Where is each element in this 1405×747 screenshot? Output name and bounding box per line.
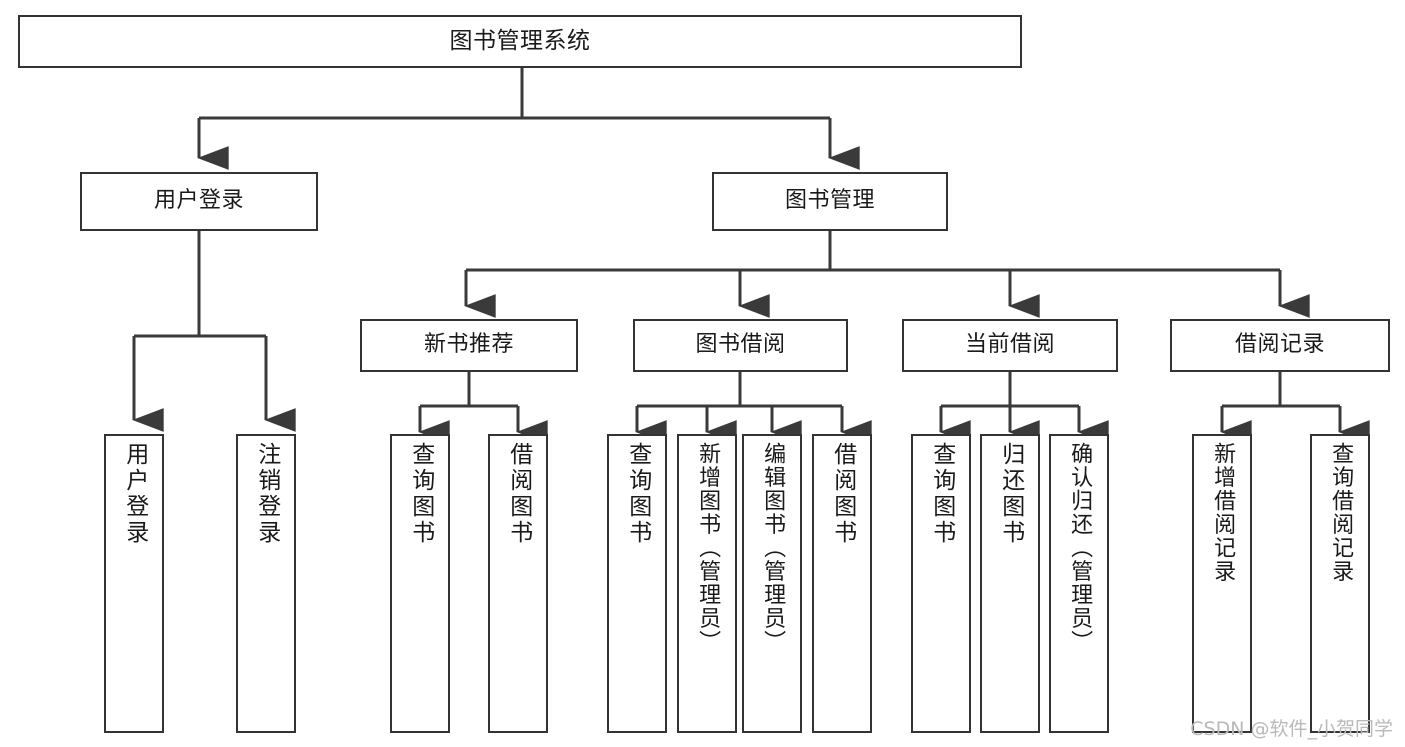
leaf-label: 查询图书 xyxy=(624,442,651,546)
leaf-label: 归还图书 xyxy=(997,442,1024,546)
node-borrow-record[interactable]: 借阅记录 xyxy=(1170,319,1390,372)
node-current-borrow[interactable]: 当前借阅 xyxy=(902,319,1118,372)
leaf-label: 编辑图书（管理员） xyxy=(760,442,786,654)
leaf-borrow-record-query[interactable]: 查询借阅记录 xyxy=(1310,434,1370,733)
node-borrow-record-label: 借阅记录 xyxy=(1234,332,1325,358)
leaf-label: 用户登录 xyxy=(121,442,148,546)
leaf-user-login-signout[interactable]: 注销登录 xyxy=(236,434,296,733)
node-book-borrow[interactable]: 图书借阅 xyxy=(633,319,848,372)
node-current-borrow-label: 当前借阅 xyxy=(964,332,1055,358)
node-root[interactable]: 图书管理系统 xyxy=(18,15,1022,68)
leaf-current-borrow-query[interactable]: 查询图书 xyxy=(911,434,971,733)
leaf-current-borrow-confirm[interactable]: 确认归还（管理员） xyxy=(1049,434,1109,733)
node-book-management[interactable]: 图书管理 xyxy=(712,172,948,231)
leaf-book-borrow-query[interactable]: 查询图书 xyxy=(607,434,667,733)
leaf-label: 新增借阅记录 xyxy=(1210,442,1236,583)
node-root-label: 图书管理系统 xyxy=(449,27,591,54)
leaf-label: 查询图书 xyxy=(407,442,434,546)
leaf-borrow-record-add[interactable]: 新增借阅记录 xyxy=(1192,434,1252,733)
leaf-book-borrow-add[interactable]: 新增图书（管理员） xyxy=(677,434,737,733)
leaf-label: 注销登录 xyxy=(253,442,280,546)
leaf-book-borrow-lend[interactable]: 借阅图书 xyxy=(812,434,872,733)
node-new-book-recommend-label: 新书推荐 xyxy=(423,332,514,358)
leaf-new-book-borrow[interactable]: 借阅图书 xyxy=(488,434,548,733)
node-book-borrow-label: 图书借阅 xyxy=(695,332,786,358)
node-user-login-label: 用户登录 xyxy=(153,188,244,214)
node-book-management-label: 图书管理 xyxy=(784,188,875,214)
leaf-book-borrow-edit[interactable]: 编辑图书（管理员） xyxy=(742,434,802,733)
leaf-label: 新增图书（管理员） xyxy=(695,442,721,654)
node-user-login[interactable]: 用户登录 xyxy=(80,172,318,231)
leaf-label: 查询借阅记录 xyxy=(1328,442,1354,583)
leaf-label: 查询图书 xyxy=(928,442,955,546)
leaf-label: 借阅图书 xyxy=(829,442,856,546)
leaf-current-borrow-return[interactable]: 归还图书 xyxy=(980,434,1040,733)
leaf-label: 确认归还（管理员） xyxy=(1067,442,1093,654)
leaf-new-book-query[interactable]: 查询图书 xyxy=(390,434,450,733)
leaf-user-login-signin[interactable]: 用户登录 xyxy=(104,434,164,733)
leaf-label: 借阅图书 xyxy=(505,442,532,546)
node-new-book-recommend[interactable]: 新书推荐 xyxy=(360,319,578,372)
